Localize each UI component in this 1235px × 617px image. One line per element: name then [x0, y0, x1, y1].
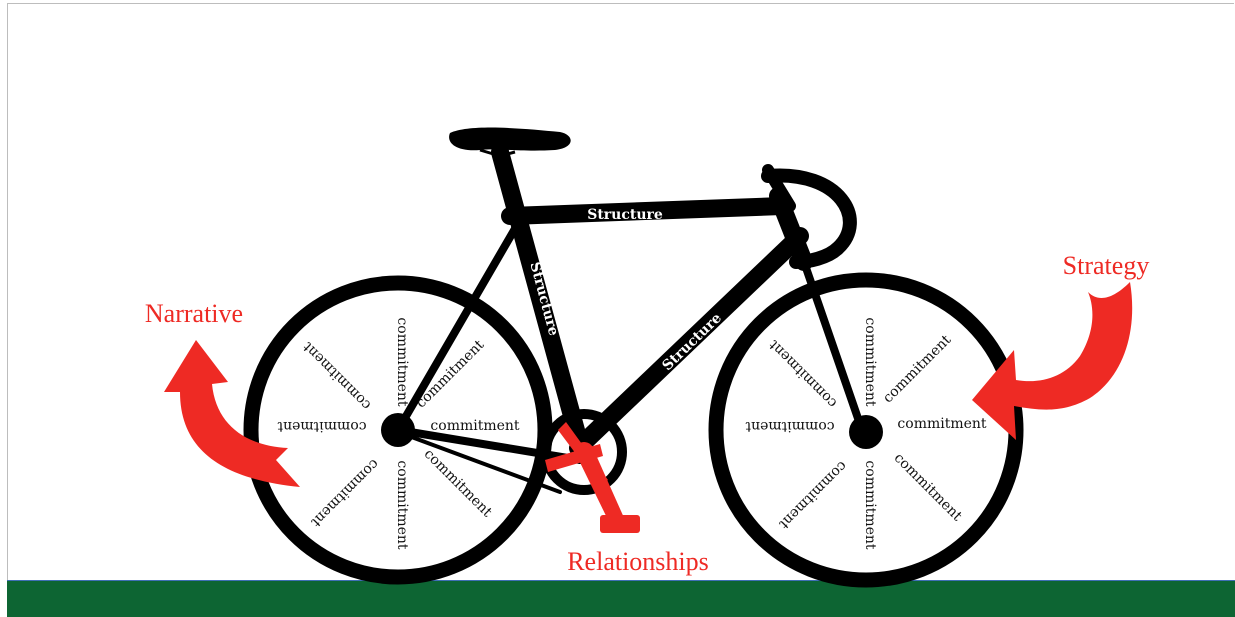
rear-spoke-upper-left: commitment	[300, 338, 375, 413]
front-spoke-right: commitment	[897, 416, 987, 432]
relationships-label: Relationships	[567, 547, 709, 576]
rear-spoke-right: commitment	[430, 418, 520, 434]
rear-spoke-lower-left: commitment	[307, 456, 382, 531]
front-spoke-left: commitment	[745, 418, 835, 434]
front-spoke-lower-left: commitment	[775, 458, 850, 533]
strategy-label: Strategy	[1063, 251, 1150, 280]
rear-spoke-left: commitment	[277, 418, 367, 434]
front-spoke-upper-left: commitment	[766, 336, 841, 411]
front-spoke-lower-right: commitment	[891, 450, 966, 525]
front-spoke-up: commitment	[862, 317, 878, 407]
rear-hub	[381, 413, 415, 447]
rear-spoke-down: commitment	[394, 460, 410, 550]
saddle	[449, 128, 571, 151]
bicycle-frame	[398, 152, 862, 492]
front-spoke-down: commitment	[862, 460, 878, 550]
narrative-arrow-icon	[164, 340, 300, 487]
label-top-tube: Structure	[587, 207, 663, 223]
rear-spoke-up: commitment	[394, 317, 410, 407]
front-spoke-upper-right: commitment	[880, 332, 955, 407]
label-down-tube: Structure	[659, 310, 725, 374]
narrative-label: Narrative	[145, 299, 243, 328]
front-hub	[849, 415, 883, 449]
rear-spoke-lower-right: commitment	[421, 446, 496, 521]
